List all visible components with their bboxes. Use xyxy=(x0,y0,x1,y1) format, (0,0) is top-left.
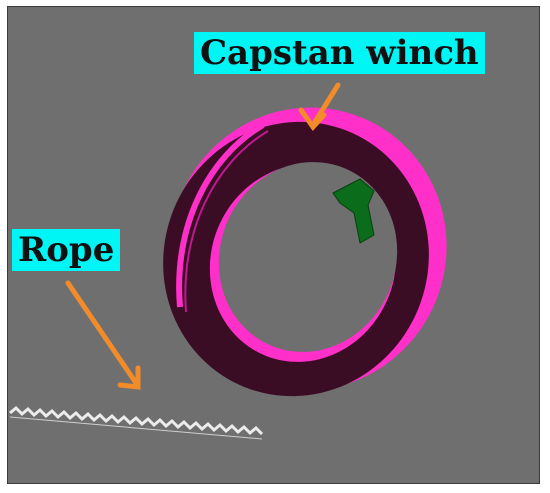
arrow xyxy=(298,82,341,131)
scene-drawing xyxy=(9,82,447,440)
capstan-winch-label: Capstan winch xyxy=(194,32,485,74)
rope-label: Rope xyxy=(12,229,121,271)
scene-frame: Capstan winch Rope xyxy=(7,6,540,484)
arrow xyxy=(65,280,141,390)
green-clamp-part xyxy=(332,178,375,244)
rope-coil-graphic xyxy=(9,405,264,436)
capstan-ring-graphic xyxy=(163,107,447,397)
